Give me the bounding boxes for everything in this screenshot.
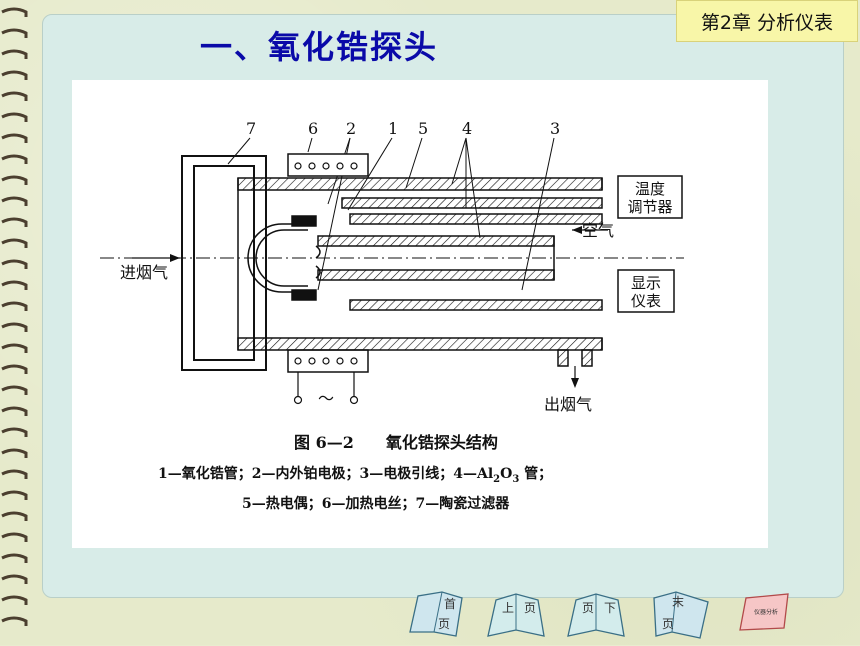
- svg-text:仪器分析: 仪器分析: [754, 608, 778, 616]
- chapter-label: 第2章 分析仪表: [676, 0, 858, 42]
- svg-text:仪表: 仪表: [631, 292, 661, 310]
- spiral-ring: [1, 595, 28, 605]
- svg-text:首: 首: [444, 597, 456, 611]
- svg-text:调节器: 调节器: [627, 198, 672, 216]
- svg-text:页: 页: [662, 617, 674, 631]
- temp-controller-box: 温度 调节器: [617, 175, 683, 219]
- part-number-5: 5: [418, 119, 428, 138]
- svg-text:显示: 显示: [631, 274, 661, 292]
- spiral-ring: [1, 532, 28, 542]
- spiral-ring: [1, 28, 28, 38]
- spiral-ring: [1, 175, 28, 185]
- flue-outlet-label: 出烟气: [544, 395, 592, 414]
- spiral-ring: [1, 616, 28, 626]
- spiral-ring: [1, 427, 28, 437]
- spiral-ring: [1, 217, 28, 227]
- figure-caption: 图 6—2 氧化锆探头结构: [294, 433, 498, 452]
- spiral-ring: [1, 490, 28, 500]
- spiral-ring: [1, 511, 28, 521]
- spiral-ring: [1, 196, 28, 206]
- spiral-ring: [1, 70, 28, 80]
- svg-text:页: 页: [438, 617, 450, 631]
- spiral-ring: [1, 259, 28, 269]
- spiral-ring: [1, 322, 28, 332]
- part-numbers: 7 6 2 1 5 4 3: [246, 119, 560, 138]
- svg-text:页: 页: [524, 601, 536, 615]
- zirconia-probe-figure: 7 6 2 1 5 4 3: [72, 80, 768, 548]
- part-number-6: 6: [308, 119, 318, 138]
- spiral-ring: [1, 301, 28, 311]
- previous-page-button[interactable]: 上 页: [484, 588, 550, 642]
- spiral-ring: [1, 385, 28, 395]
- legend-line-2: 5—热电偶；6—加热电丝；7—陶瓷过滤器: [242, 495, 510, 512]
- zirconia-tube: [247, 215, 321, 301]
- legend-line-1: 1—氧化锆管；2—内外铂电极；3—电极引线；4—Al2O3 管；: [158, 465, 552, 485]
- probe-housing: [237, 177, 603, 367]
- svg-text:页: 页: [582, 601, 594, 615]
- spiral-ring: [1, 238, 28, 248]
- spiral-ring: [1, 574, 28, 584]
- air-label: 空气: [582, 221, 614, 240]
- spiral-ring: [1, 154, 28, 164]
- part-number-4: 4: [462, 119, 472, 138]
- course-stamp-button[interactable]: 仪器分析: [730, 588, 796, 642]
- spiral-binding: [1, 7, 28, 626]
- heater-coil: [287, 153, 369, 373]
- spiral-ring: [1, 406, 28, 416]
- part-number-3: 3: [550, 119, 560, 138]
- spiral-ring: [1, 133, 28, 143]
- last-page-button[interactable]: 末 页: [648, 588, 714, 642]
- spiral-ring: [1, 49, 28, 59]
- slide-title: 一、氧化锆探头: [200, 28, 439, 66]
- spiral-ring: [1, 112, 28, 122]
- spiral-ring: [1, 343, 28, 353]
- spiral-ring: [1, 91, 28, 101]
- part-number-2: 2: [346, 119, 356, 138]
- ac-symbol: ～: [318, 389, 334, 408]
- spiral-ring: [1, 448, 28, 458]
- spiral-ring: [1, 7, 28, 17]
- spiral-ring: [1, 280, 28, 290]
- spiral-ring: [1, 364, 28, 374]
- display-instrument-box: 显示 仪表: [617, 269, 675, 313]
- flue-inlet-label: 进烟气: [120, 263, 168, 282]
- next-page-button[interactable]: 页 下: [564, 588, 630, 642]
- ceramic-filter: [181, 155, 267, 371]
- first-page-button[interactable]: 首 页: [404, 588, 470, 642]
- svg-text:下: 下: [604, 601, 616, 615]
- svg-text:温度: 温度: [635, 180, 665, 198]
- part-number-1: 1: [388, 119, 398, 138]
- part-number-7: 7: [246, 119, 256, 138]
- spiral-ring: [1, 469, 28, 479]
- heater-terminals: [293, 372, 359, 405]
- svg-text:末: 末: [672, 595, 684, 609]
- spiral-ring: [1, 553, 28, 563]
- svg-text:上: 上: [502, 601, 514, 615]
